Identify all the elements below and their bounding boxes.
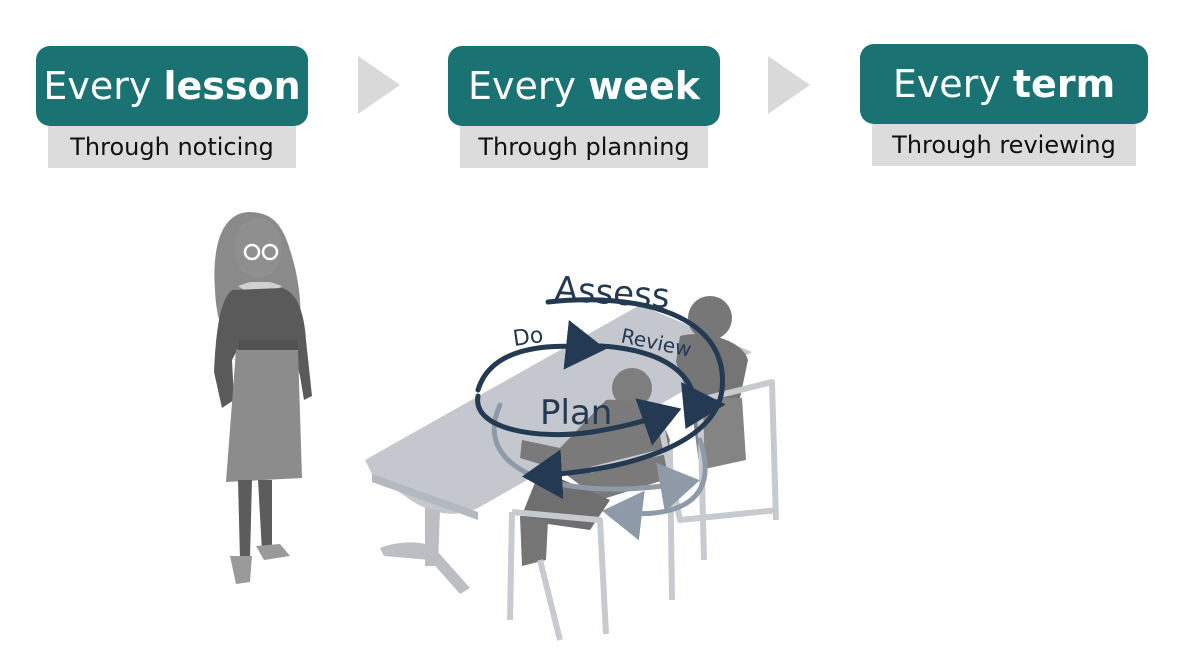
cycle-label-assess: Assess <box>553 269 671 317</box>
stage-caption-week: Through planning <box>460 126 708 168</box>
chevron-right-icon <box>358 56 400 114</box>
cycle-label-plan: Plan <box>540 393 612 433</box>
stage-prefix: Every <box>43 64 164 108</box>
chevron-right-icon <box>768 56 810 114</box>
teacher-figure <box>214 212 312 584</box>
stage-box-lesson: Every lesson <box>36 46 308 126</box>
stage-emphasis: week <box>588 64 700 108</box>
stage-prefix: Every <box>468 64 589 108</box>
stage-box-week: Every week <box>448 46 720 126</box>
stage-box-term: Every term <box>860 44 1148 124</box>
stage-emphasis: term <box>1012 62 1116 106</box>
cycle-label-do: Do <box>511 323 545 352</box>
stage-caption-term: Through reviewing <box>872 124 1136 166</box>
cycle-arrows <box>475 297 726 541</box>
stage-emphasis: lesson <box>163 64 301 108</box>
stage-caption-lesson: Through noticing <box>48 126 296 168</box>
stage-prefix: Every <box>892 62 1013 106</box>
